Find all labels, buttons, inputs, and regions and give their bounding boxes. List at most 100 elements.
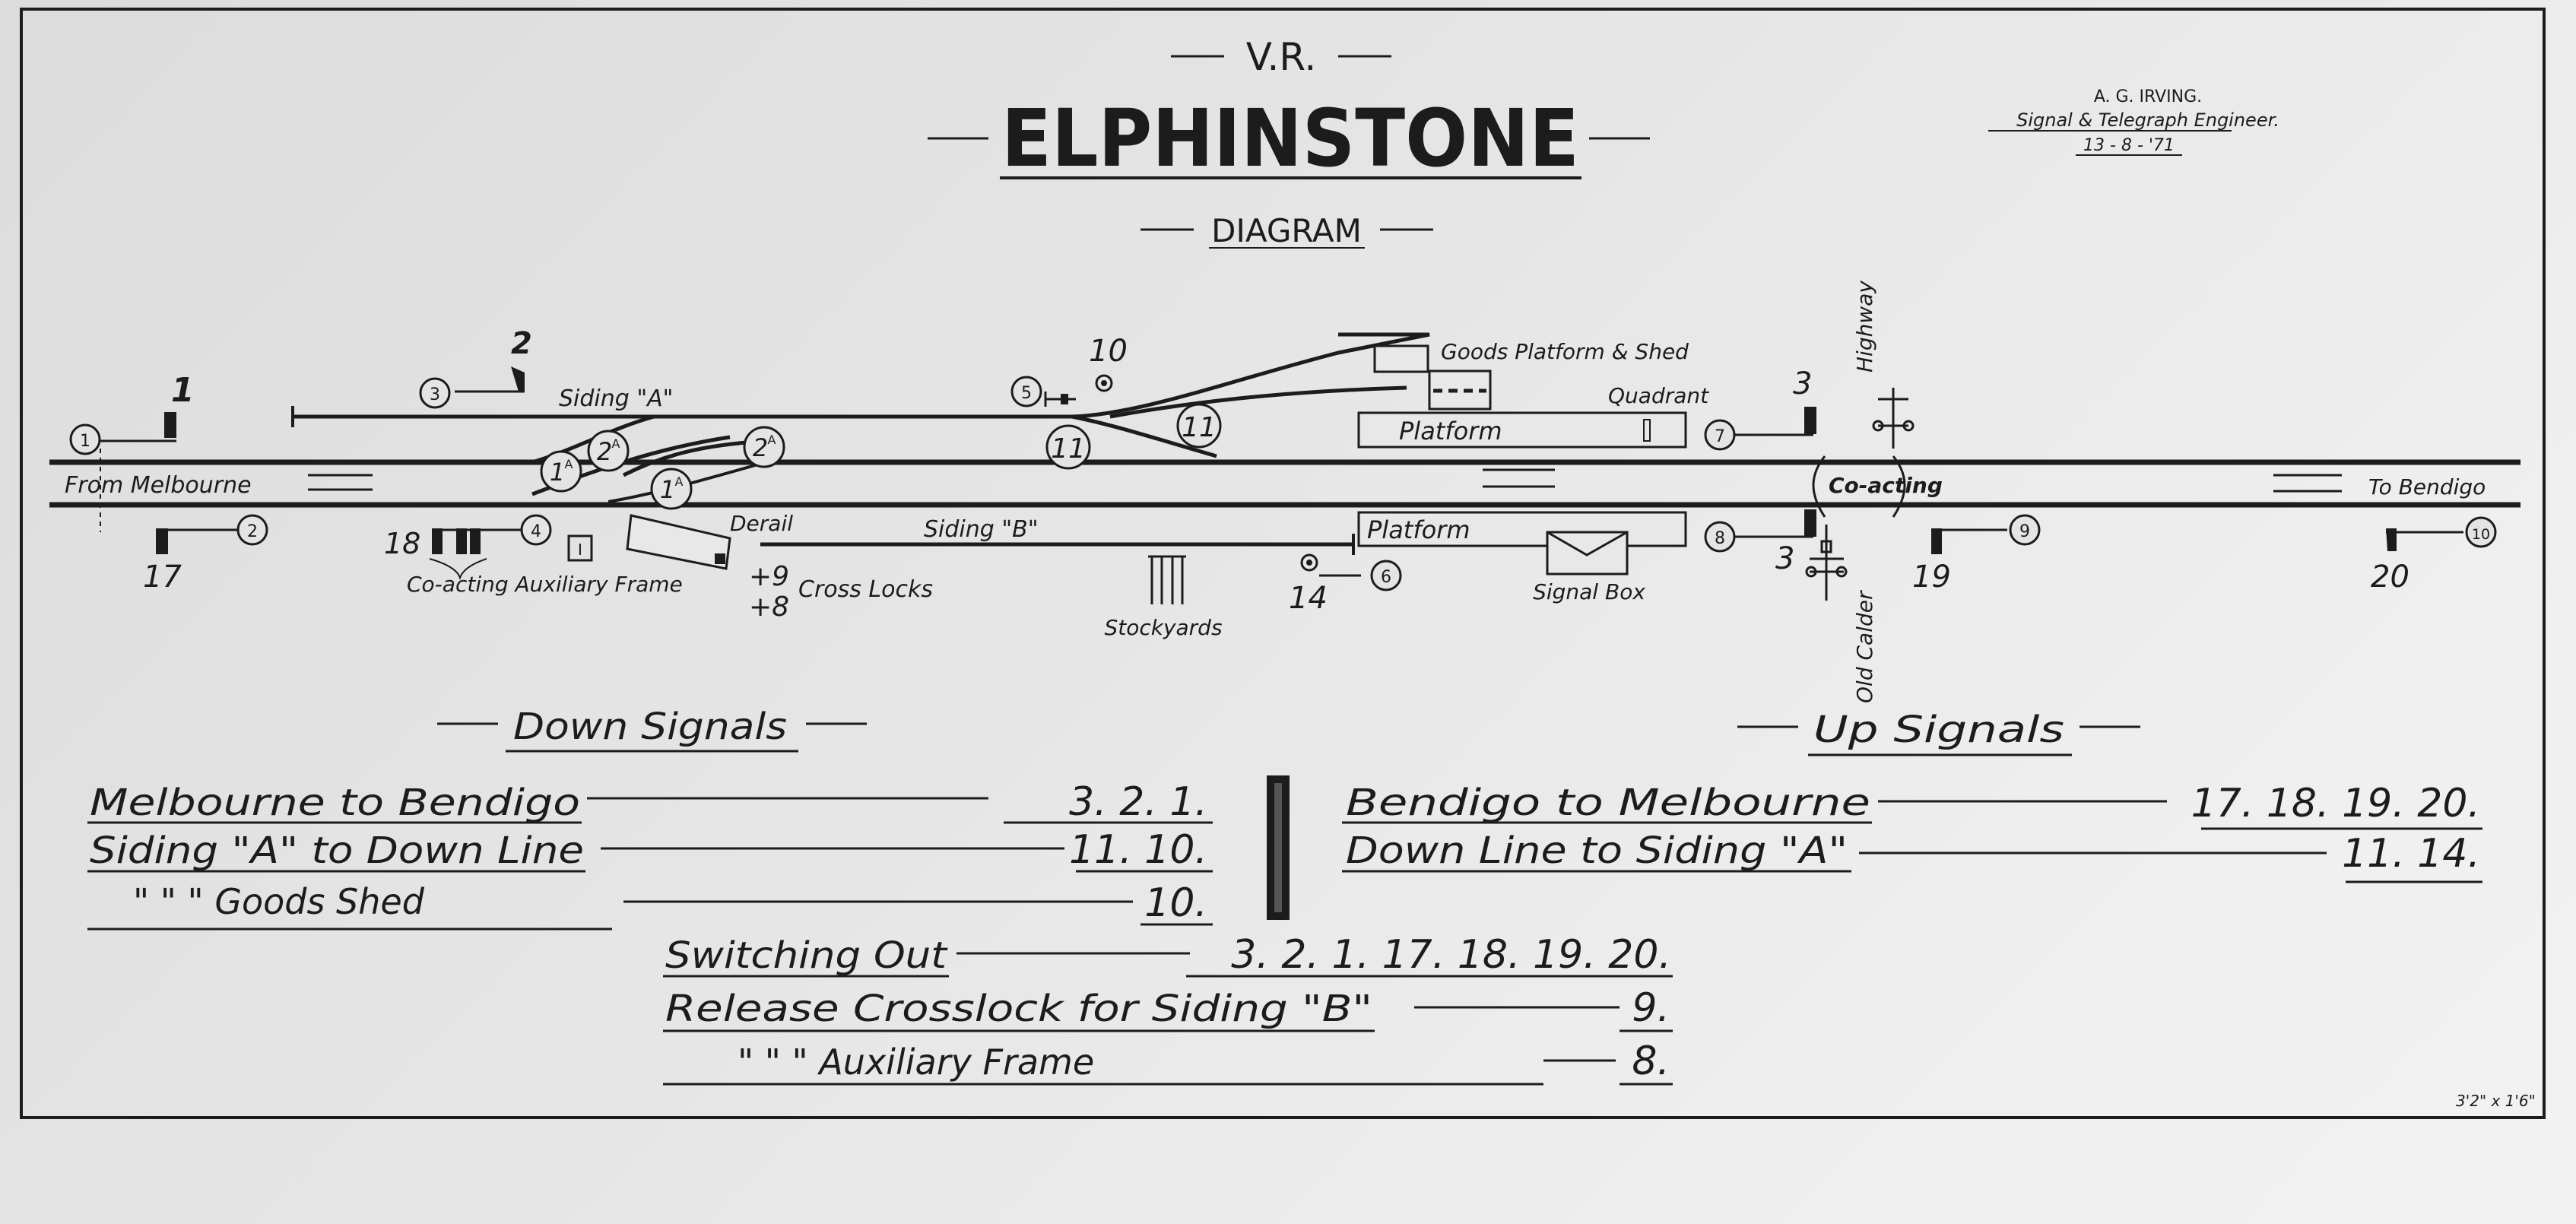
crossing-signal-top-icon: [1872, 388, 1915, 449]
stockyards-label: Stockyards: [1104, 615, 1222, 640]
lever-9: 9: [2019, 522, 2030, 541]
lever-3: 3: [430, 385, 440, 404]
points-2a-circle: [743, 426, 785, 468]
lever-4-circle: [520, 514, 552, 546]
lever-10: 10: [2472, 526, 2490, 543]
points-11-lower: 11: [1051, 433, 1086, 465]
platform-1-label: Platform: [1399, 417, 1502, 446]
points-1a-left: 1: [550, 458, 565, 487]
up-levers-1: 17. 18. 19. 20.: [2191, 781, 2480, 826]
points-11-upper: 11: [1182, 412, 1217, 443]
down-signals-heading: Down Signals: [513, 706, 787, 748]
signal-number-3-bottom: 3: [1775, 541, 1794, 576]
railway-label: V.R.: [1246, 35, 1317, 79]
siding-a-connection: [1071, 414, 1217, 458]
platform-1: [1357, 411, 1687, 449]
signal-number-3-top: 3: [1793, 366, 1812, 401]
signal-14-disc-dot: [1306, 560, 1312, 566]
points-1a-circle: [650, 468, 693, 510]
lever-8-circle: [1704, 521, 1736, 553]
goods-platform: [1428, 369, 1492, 411]
lever-1: 1: [80, 432, 90, 451]
station-title: ELPHINSTONE: [1001, 92, 1579, 185]
down-levers-1: 3. 2. 1.: [1069, 779, 1207, 825]
lever-3-circle: [419, 377, 451, 409]
lever-10-circle: [2465, 516, 2497, 548]
lock-route-3: " " " Auxiliary Frame: [738, 1042, 1094, 1083]
border-frame: [20, 8, 2546, 1119]
points-1a-circle: [540, 450, 582, 493]
co-acting-label: Co-acting: [1829, 473, 1943, 498]
signal-17-icon: [156, 528, 237, 554]
to-bendigo-label: To Bendigo: [2368, 474, 2486, 499]
points-11-circle: [1176, 403, 1222, 449]
signal-10-disc-icon: [1095, 374, 1113, 392]
goods-platform-label: Goods Platform & Shed: [1441, 339, 1689, 364]
signal-number-19: 19: [1912, 560, 1951, 595]
aux-frame-icon: [567, 534, 593, 562]
down-levers-3: 10.: [1144, 880, 1207, 926]
siding-a-label: Siding "A": [559, 385, 673, 412]
derail-label: Derail: [730, 511, 793, 536]
up-route-1: Bendigo to Melbourne: [1346, 782, 1870, 824]
scale-note: 3'2" x 1'6": [2456, 1092, 2536, 1110]
points-2a-right: 2: [753, 433, 768, 462]
down-levers-2: 11. 10.: [1069, 827, 1207, 873]
points-2a-circle: [587, 430, 630, 472]
signal-number-17: 17: [143, 560, 182, 595]
signal-19-icon: [1931, 528, 2007, 554]
points-2a-left-sup: A: [612, 436, 620, 451]
lever-5-circle: [1010, 376, 1042, 407]
signal-2-icon: [455, 366, 525, 393]
signal-14-disc-icon: [1300, 553, 1318, 572]
engineer-title: Signal & Telegraph Engineer.: [2016, 109, 2279, 131]
up-route-2: Down Line to Siding "A": [1346, 829, 1848, 872]
signal-number-18: 18: [384, 527, 420, 560]
lever-1-circle: [69, 423, 101, 455]
down-route-2: Siding "A" to Down Line: [90, 829, 584, 872]
points-2a-left: 2: [597, 437, 612, 466]
lever-6: 6: [1381, 568, 1391, 587]
signal-number-20: 20: [2371, 560, 2409, 595]
lever-8: 8: [1715, 529, 1725, 548]
signal-5-disc-icon: [1044, 392, 1076, 407]
lever-2-circle: [236, 514, 268, 546]
points-2a-right-sup: A: [768, 433, 776, 447]
lever-4: 4: [531, 522, 541, 541]
signal-1-icon: [100, 412, 176, 532]
signal-box-roof: [1547, 531, 1628, 557]
up-signals-heading: Up Signals: [1813, 709, 2064, 751]
signal-10-disc-dot: [1101, 380, 1107, 386]
goods-shed: [1373, 344, 1429, 373]
down-route-1: Melbourne to Bendigo: [90, 782, 580, 824]
signal-number-1: 1: [171, 371, 195, 410]
aux-lever-mark: I: [578, 541, 582, 559]
crossing-right: [1892, 455, 1906, 518]
points-11-circle: [1045, 424, 1091, 470]
lever-2: 2: [247, 522, 258, 541]
engineer-name: A. G. IRVING.: [2094, 87, 2202, 106]
stockyards-icon: [1148, 555, 1186, 604]
signal-3-down-icon: [1734, 509, 1816, 538]
lever-7: 7: [1715, 427, 1725, 446]
lock-route-1: Switching Out: [665, 934, 948, 977]
crosslocks-label: Cross Locks: [798, 576, 933, 603]
siding-b-label: Siding "B": [924, 516, 1039, 543]
aux-frame-label: Co-acting Auxiliary Frame: [407, 572, 683, 597]
lever-5: 5: [1021, 384, 1032, 403]
quadrant-label: Quadrant: [1608, 383, 1709, 408]
from-melbourne-label: From Melbourne: [65, 472, 252, 499]
signal-number-10: 10: [1089, 334, 1128, 369]
goods-siding-lower: [1109, 385, 1407, 419]
engineer-date: 13 - 8 - '71: [2083, 136, 2175, 155]
lock-levers-1: 3. 2. 1. 17. 18. 19. 20.: [1231, 932, 1671, 978]
points-1a-right: 1: [660, 475, 675, 504]
lock-route-2: Release Crosslock for Siding "B": [665, 988, 1372, 1030]
up-levers-2: 11. 14.: [2342, 831, 2480, 877]
lock-levers-3: 8.: [1632, 1038, 1670, 1084]
goods-siding-upper: [1071, 332, 1430, 419]
signal-number-2: 2: [511, 326, 532, 361]
signal-box-label: Signal Box: [1533, 579, 1645, 604]
